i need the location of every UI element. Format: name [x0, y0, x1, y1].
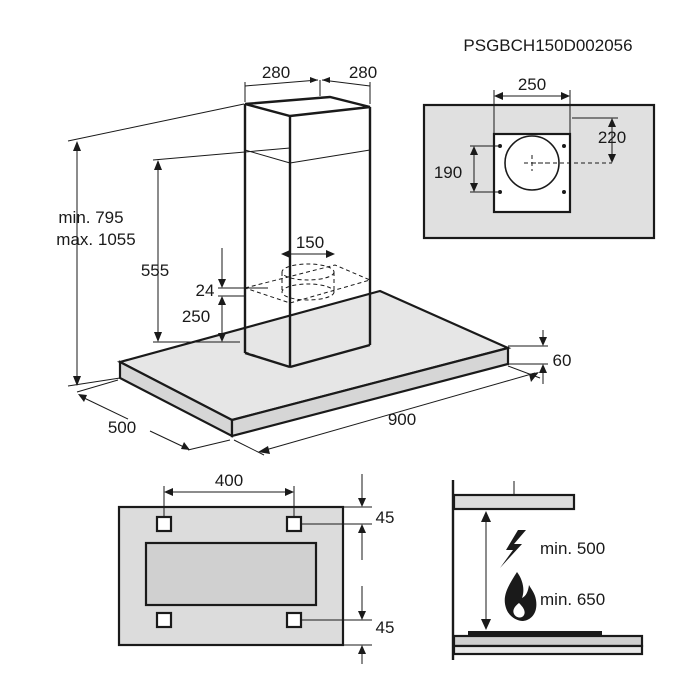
dim-45-top: 45 — [376, 508, 395, 527]
flame-icon — [504, 572, 537, 621]
dim-900: 900 — [388, 410, 416, 429]
dim-chimney-width: 280 280 — [244, 63, 377, 104]
dim-500-depth: 500 — [108, 418, 136, 437]
ceiling-cutout-view: 250 220 190 — [422, 75, 656, 240]
dim-chimney-height: 555 — [141, 147, 291, 343]
clearance-electric: min. 500 — [540, 539, 605, 558]
dim-24-label: 24 — [196, 281, 215, 300]
hood-underside-view: 400 45 45 — [117, 471, 395, 664]
dim-280-left: 280 — [262, 63, 290, 82]
dim-height-max: max. 1055 — [56, 230, 135, 249]
hood-main-view: 280 280 min. 795 max. 1055 555 — [56, 63, 571, 456]
dim-box-height: 250 — [182, 296, 226, 342]
dim-220: 220 — [598, 128, 626, 147]
dim-555: 555 — [141, 261, 169, 280]
dim-190: 190 — [434, 163, 462, 182]
lightning-icon — [500, 530, 526, 568]
dim-250-opening: 250 — [518, 75, 546, 94]
clearance-view: min. 500 min. 650 — [451, 480, 644, 660]
clearance-gas: min. 650 — [540, 590, 605, 609]
dim-canopy-width: 900 — [233, 365, 541, 456]
dim-canopy-depth: 500 — [76, 379, 231, 451]
dim-60: 60 — [553, 351, 572, 370]
dim-400: 400 — [215, 471, 243, 490]
dim-45-bottom: 45 — [376, 618, 395, 637]
dim-280-right: 280 — [349, 63, 377, 82]
dim-duct: 150 — [281, 233, 335, 258]
chimney — [243, 95, 372, 369]
dim-total-height: min. 795 max. 1055 — [56, 103, 245, 387]
dim-250-box: 250 — [182, 307, 210, 326]
dim-150: 150 — [296, 233, 324, 252]
canopy — [116, 289, 512, 438]
dim-height-min: min. 795 — [58, 208, 123, 227]
product-code: PSGBCH150D002056 — [463, 36, 632, 55]
dim-24: 24 — [196, 248, 268, 300]
dim-canopy-thickness: 60 — [508, 330, 571, 384]
